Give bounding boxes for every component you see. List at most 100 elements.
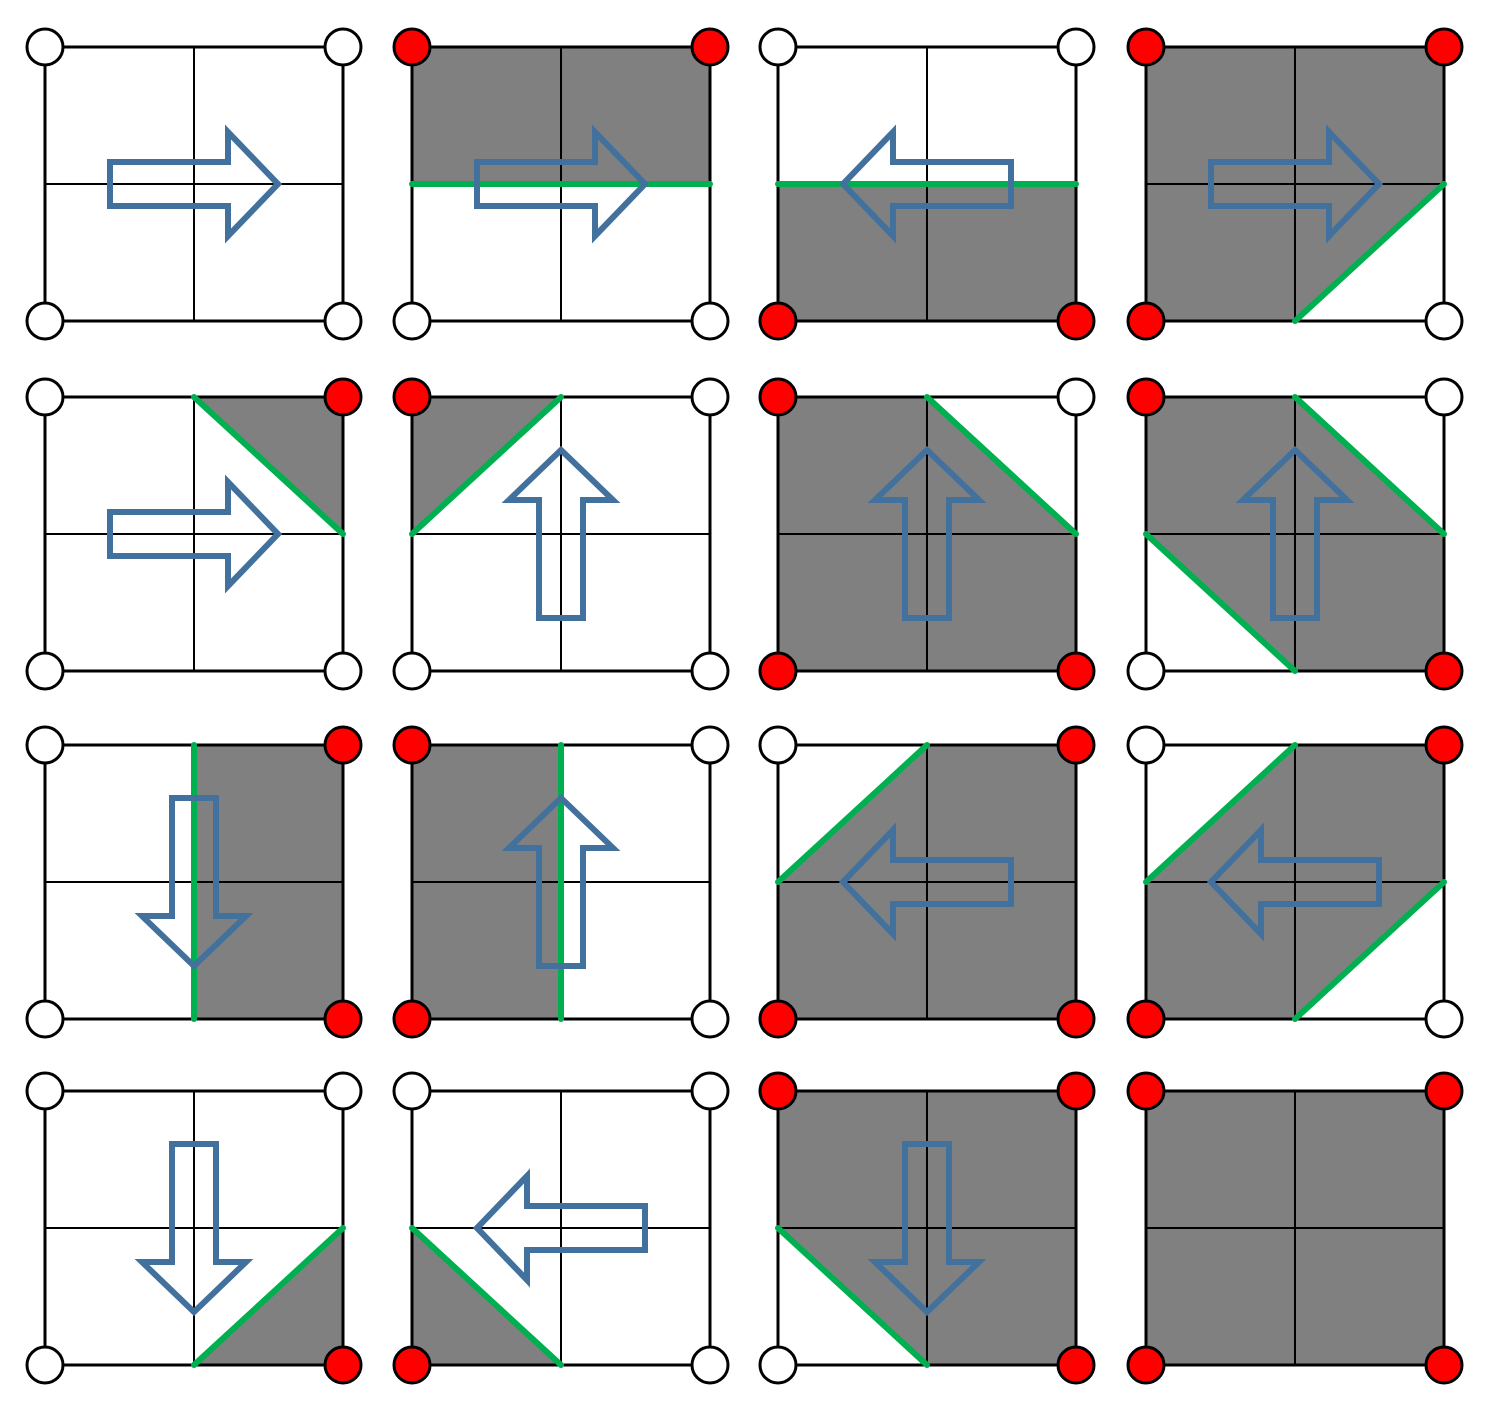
- vertex-top-right: [1056, 1071, 1096, 1111]
- vertex-bottom-right: [1424, 1345, 1464, 1385]
- vertex-top-right: [690, 725, 730, 765]
- cell-border: [1144, 1089, 1446, 1367]
- contour-line: [191, 394, 346, 537]
- vertex-bottom-right: [690, 1345, 730, 1385]
- contour-line: [191, 1225, 346, 1368]
- vertex-top-left: [758, 1071, 798, 1111]
- direction-arrow-right: [1208, 124, 1384, 244]
- contour-line: [775, 742, 930, 885]
- contour-line: [1292, 181, 1447, 324]
- vertex-top-left: [1126, 377, 1166, 417]
- vertex-bottom-left: [758, 999, 798, 1039]
- contour-line: [924, 394, 1079, 537]
- vertex-top-left: [25, 725, 65, 765]
- case-cell: [758, 27, 1096, 341]
- case-cell: [758, 377, 1096, 691]
- direction-arrow-down: [134, 1141, 254, 1317]
- vertex-bottom-right: [690, 301, 730, 341]
- direction-arrow-up: [501, 793, 621, 969]
- vertex-top-left: [25, 1071, 65, 1111]
- vertex-bottom-right: [1424, 651, 1464, 691]
- vertex-top-right: [690, 27, 730, 67]
- vertex-top-left: [1126, 1071, 1166, 1111]
- contour-line: [1292, 394, 1447, 537]
- vertex-bottom-left: [392, 301, 432, 341]
- vertex-top-right: [1424, 725, 1464, 765]
- vertex-bottom-left: [25, 999, 65, 1039]
- vertex-top-left: [1126, 27, 1166, 67]
- direction-arrow-right: [107, 124, 283, 244]
- vertex-bottom-right: [323, 999, 363, 1039]
- vertex-bottom-left: [758, 1345, 798, 1385]
- vertex-bottom-right: [1056, 301, 1096, 341]
- direction-arrow-up: [1235, 445, 1355, 621]
- vertex-top-right: [323, 27, 363, 67]
- case-cell: [392, 1071, 730, 1385]
- vertex-bottom-left: [25, 651, 65, 691]
- case-cell: [758, 1071, 1096, 1385]
- direction-arrow-up: [501, 445, 621, 621]
- vertex-bottom-left: [392, 651, 432, 691]
- vertex-bottom-right: [1056, 1345, 1096, 1385]
- vertex-top-right: [1424, 27, 1464, 67]
- contour-line: [409, 1225, 564, 1368]
- vertex-bottom-left: [25, 1345, 65, 1385]
- case-cell: [25, 377, 363, 691]
- vertex-top-right: [1056, 27, 1096, 67]
- direction-arrow-up: [867, 445, 987, 621]
- case-cell: [1126, 27, 1464, 341]
- vertex-top-left: [758, 377, 798, 417]
- vertex-top-right: [1424, 1071, 1464, 1111]
- direction-arrow-right: [474, 124, 650, 244]
- case-cell: [25, 1071, 363, 1385]
- vertex-top-right: [1056, 725, 1096, 765]
- contour-line: [1292, 879, 1447, 1022]
- vertex-bottom-left: [25, 301, 65, 341]
- vertex-bottom-left: [1126, 301, 1166, 341]
- direction-arrow-left: [838, 124, 1014, 244]
- case-cell: [1126, 377, 1464, 691]
- direction-arrow-left: [472, 1168, 648, 1288]
- direction-arrow-right: [107, 474, 283, 594]
- vertex-top-right: [690, 377, 730, 417]
- vertex-top-left: [25, 377, 65, 417]
- vertex-top-right: [1056, 377, 1096, 417]
- vertex-top-left: [25, 27, 65, 67]
- vertex-bottom-right: [323, 651, 363, 691]
- vertex-top-right: [690, 1071, 730, 1111]
- case-cell: [1126, 725, 1464, 1039]
- vertex-bottom-right: [323, 1345, 363, 1385]
- cell-border: [43, 45, 345, 323]
- vertex-bottom-right: [690, 999, 730, 1039]
- vertex-top-right: [1424, 377, 1464, 417]
- case-cell: [392, 27, 730, 341]
- vertex-top-left: [392, 1071, 432, 1111]
- vertex-bottom-right: [323, 301, 363, 341]
- direction-arrow-left: [838, 822, 1014, 942]
- vertex-top-left: [1126, 725, 1166, 765]
- case-cell: [392, 725, 730, 1039]
- vertex-top-right: [323, 1071, 363, 1111]
- vertex-bottom-left: [1126, 999, 1166, 1039]
- contour-line: [409, 394, 564, 537]
- vertex-bottom-left: [392, 999, 432, 1039]
- case-cell: [25, 725, 363, 1039]
- vertex-bottom-left: [758, 301, 798, 341]
- vertex-top-left: [758, 725, 798, 765]
- contour-line: [775, 1225, 930, 1368]
- case-cell: [392, 377, 730, 691]
- direction-arrow-down: [134, 795, 254, 971]
- vertex-top-left: [392, 377, 432, 417]
- direction-arrow-left: [1206, 822, 1382, 942]
- vertex-bottom-right: [1056, 999, 1096, 1039]
- case-cell: [25, 27, 363, 341]
- vertex-bottom-right: [690, 651, 730, 691]
- vertex-bottom-right: [1056, 651, 1096, 691]
- case-cell: [1126, 1071, 1464, 1385]
- vertex-top-right: [323, 725, 363, 765]
- contour-line: [1143, 531, 1298, 674]
- vertex-bottom-left: [1126, 1345, 1166, 1385]
- vertex-bottom-left: [758, 651, 798, 691]
